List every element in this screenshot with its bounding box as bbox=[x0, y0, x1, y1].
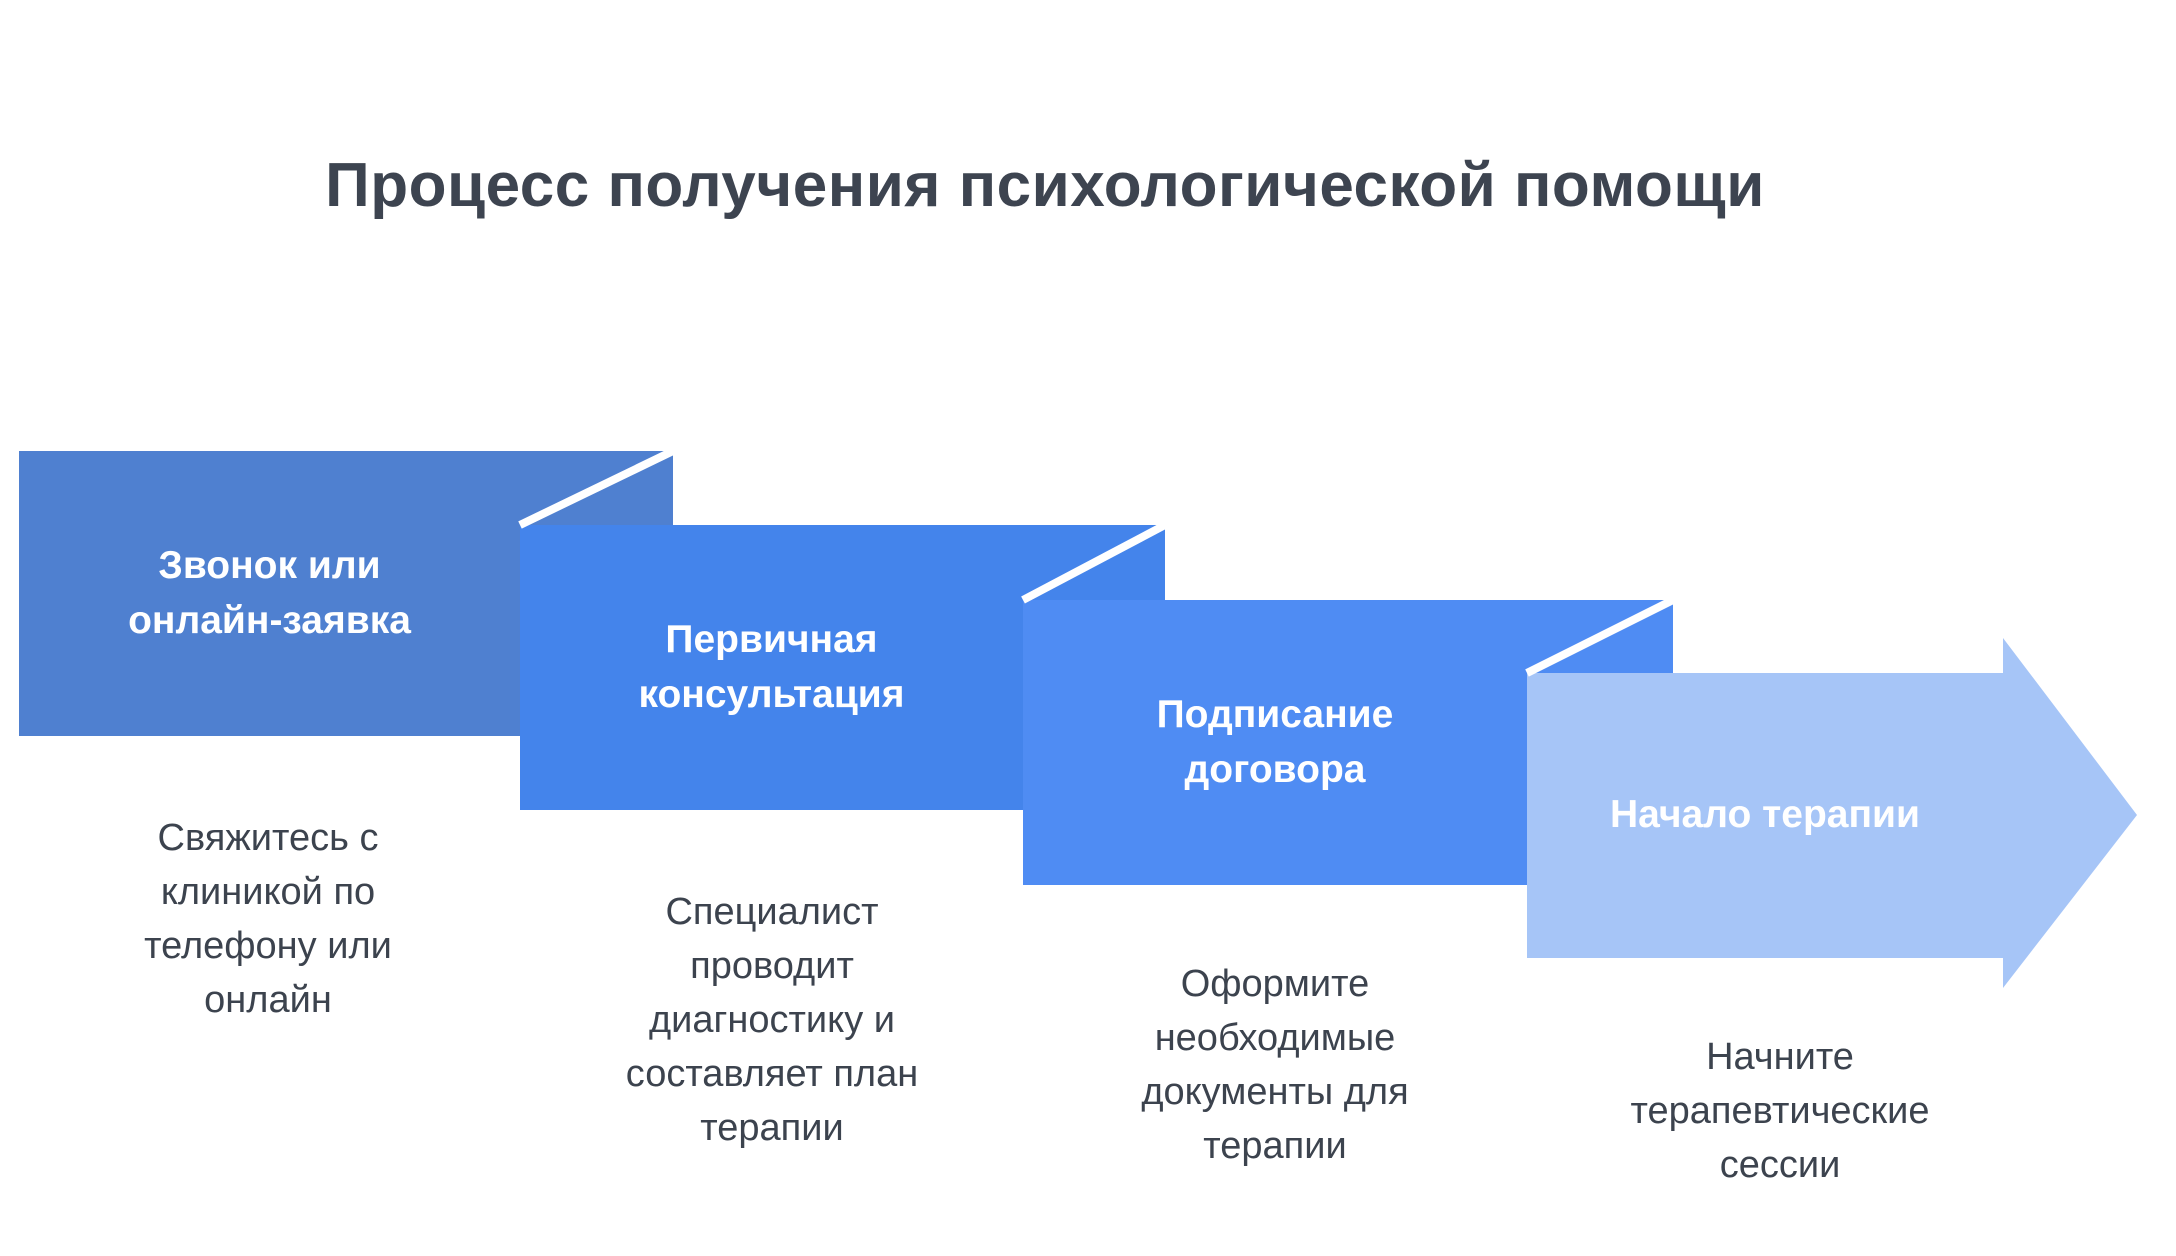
page-title: Процесс получения психологической помощи bbox=[325, 151, 1765, 220]
fold-separator-3 bbox=[1525, 596, 1675, 677]
step-4-arrow-shape bbox=[1527, 638, 2137, 988]
fold-separator-1 bbox=[518, 447, 675, 529]
step-2-shape bbox=[520, 525, 1165, 810]
step-3-shape bbox=[1023, 600, 1673, 885]
step-1-description: Свяжитесь с клиникой по телефону или онл… bbox=[144, 817, 392, 1021]
step-3-description: Оформите необходимые документы для терап… bbox=[1141, 963, 1409, 1167]
fold-separator-2 bbox=[1021, 521, 1167, 604]
step-4-description: Начните терапевтические сессии bbox=[1630, 1036, 1930, 1186]
step-1-shape bbox=[19, 451, 673, 736]
step-2-description: Специалист проводит диагностику и состав… bbox=[625, 891, 919, 1149]
